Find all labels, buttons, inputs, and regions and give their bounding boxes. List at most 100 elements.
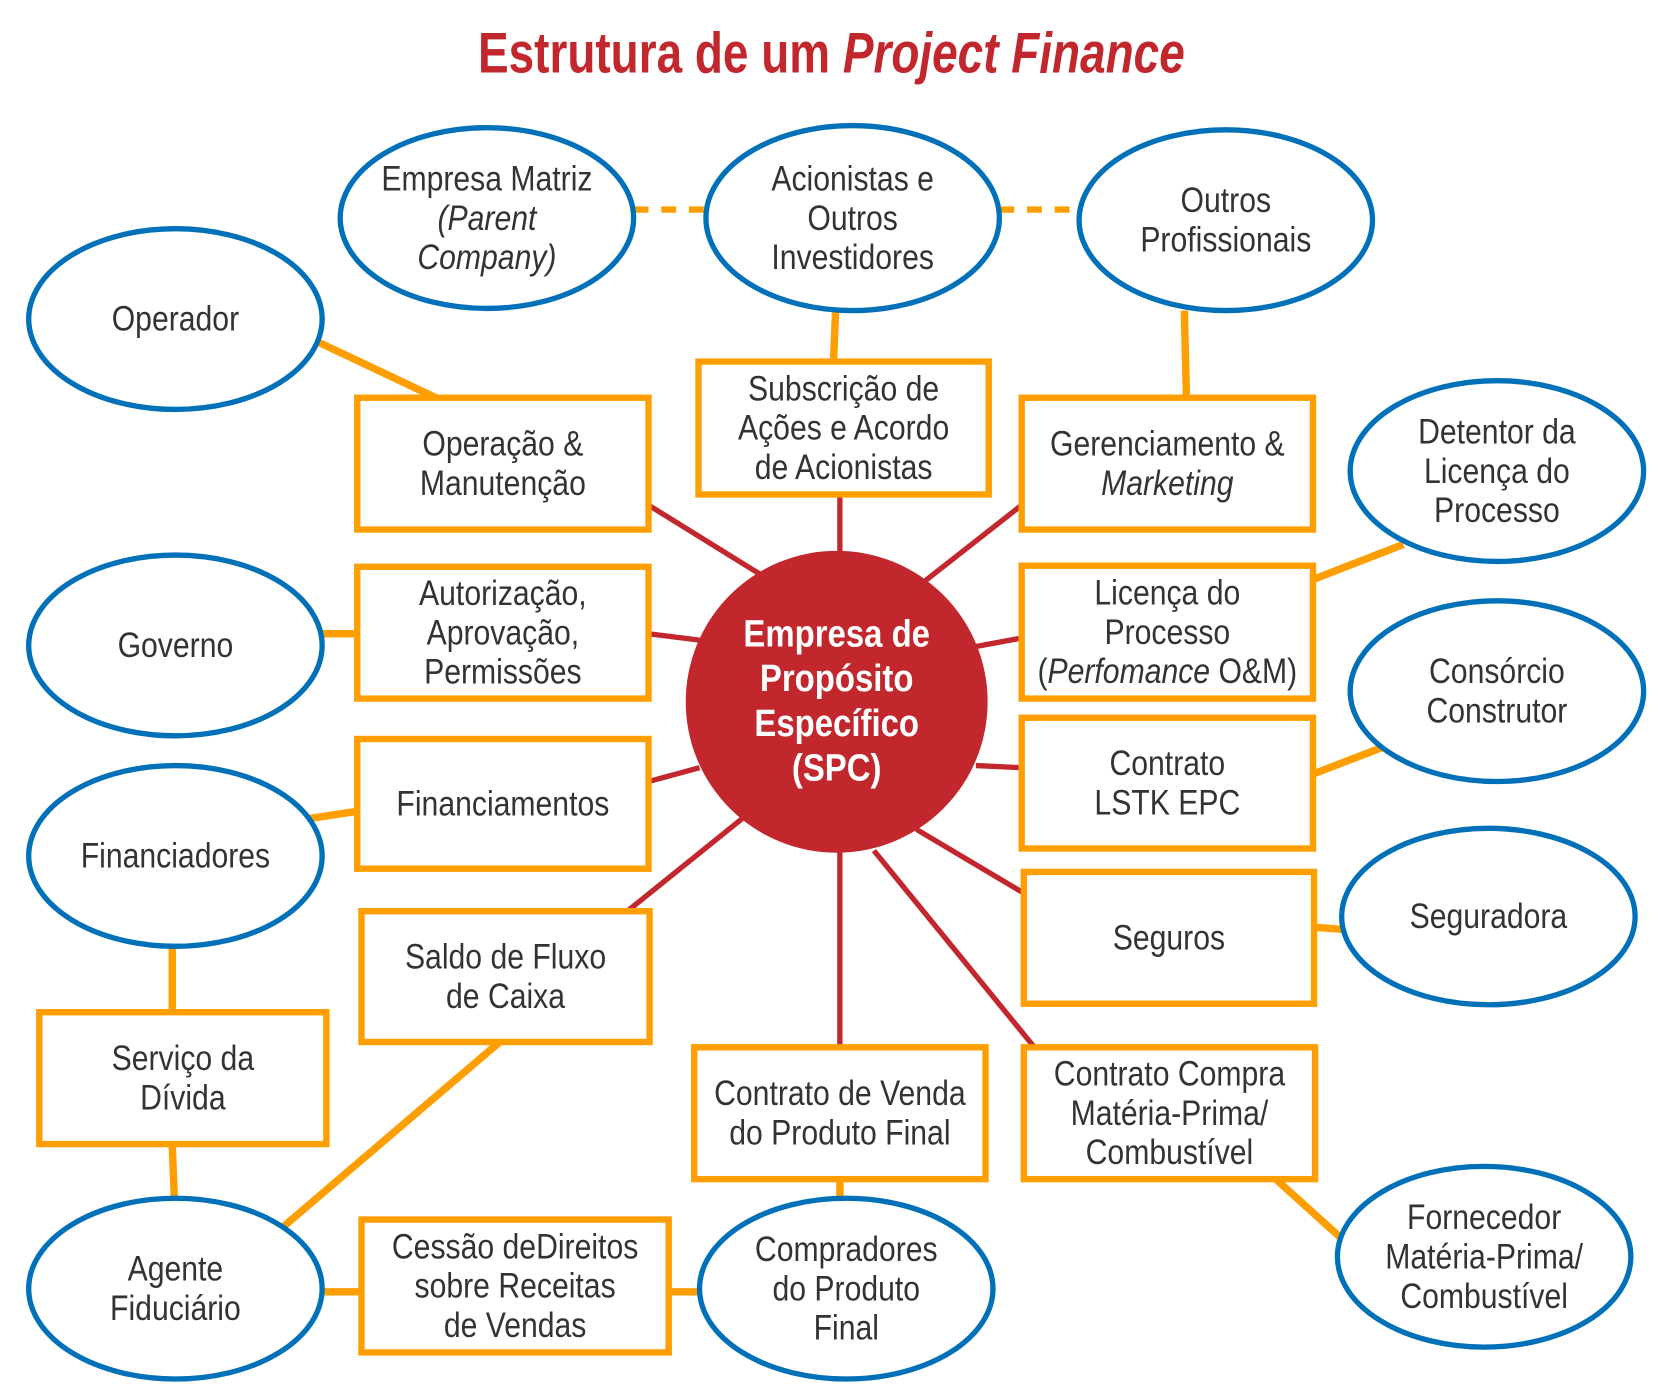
label-text: Saldo de Fluxo	[405, 936, 606, 976]
label-text: Acionistas e	[771, 158, 934, 198]
box-shape	[358, 1216, 672, 1356]
ellipse-shape	[26, 762, 325, 949]
ellipse-shape	[696, 1195, 996, 1382]
node-label-line: Subscrição de	[748, 368, 939, 408]
node-label-line: Contrato Compra	[1054, 1053, 1286, 1093]
label-text: Manutenção	[420, 463, 586, 503]
label-text: Aprovação,	[427, 612, 580, 652]
node-label-line: Licença do	[1424, 451, 1570, 491]
connector-line-orange	[279, 1039, 503, 1231]
node-label-line: Agente	[128, 1248, 224, 1288]
node-label-line: Empresa Matriz	[381, 158, 592, 198]
node-financiamentos: Financiamentos	[354, 735, 652, 872]
node-label-line: Financiadores	[81, 835, 270, 875]
circle-shape	[685, 550, 988, 853]
ellipse-shape	[337, 125, 637, 312]
node-label-line: de Caixa	[446, 976, 566, 1016]
node-label-line: Permissões	[424, 652, 582, 692]
node-label-line: (SPC)	[792, 746, 882, 789]
label-text: Específico	[754, 701, 919, 744]
connector-line-red	[648, 631, 700, 643]
label-text: Profissionais	[1140, 219, 1311, 259]
node-label-line: Outros	[1181, 180, 1272, 220]
connector-line-red	[647, 502, 762, 577]
label-text: Contrato de Venda	[714, 1073, 966, 1113]
label-text: de Acionistas	[755, 447, 933, 487]
connector-line-orange	[168, 1143, 179, 1199]
node-label-line: Seguros	[1113, 917, 1225, 957]
connector-line-red	[921, 503, 1024, 585]
node-label-line: Final	[814, 1307, 879, 1347]
node-label-line: Profissionais	[1140, 219, 1311, 259]
node-label-line: Company)	[417, 237, 556, 277]
label-text: Final	[814, 1307, 879, 1347]
node-seguradora: Seguradora	[1339, 825, 1638, 1008]
node-label-line: Financiamentos	[396, 783, 609, 823]
node-label-line: Detentor da	[1418, 411, 1576, 451]
node-label-line: Investidores	[771, 237, 934, 277]
label-text: Serviço da	[112, 1038, 255, 1078]
node-label-line: Fornecedor	[1407, 1197, 1561, 1237]
label-text: Matéria-Prima/	[1071, 1093, 1270, 1133]
box-shape	[354, 563, 652, 702]
connector-line-orange	[317, 339, 438, 402]
label-text: Operador	[112, 299, 239, 339]
label-text: Outros	[807, 198, 898, 238]
node-label-line: (Parent	[437, 198, 538, 238]
label-text: Financiamentos	[396, 783, 609, 823]
connector-line-orange	[1180, 310, 1191, 398]
node-label-line: Gerenciamento &	[1050, 424, 1285, 464]
label-text: Fiduciário	[110, 1288, 241, 1328]
connector-line-red	[647, 765, 701, 785]
label-text: Contrato	[1109, 743, 1225, 783]
node-governo: Governo	[26, 552, 325, 739]
ellipse-shape	[1339, 825, 1638, 1008]
label-text: Combustível	[1086, 1132, 1254, 1172]
node-gerenciamento-marketing: Gerenciamento &Marketing	[1018, 394, 1317, 533]
connector-line-orange	[829, 310, 840, 362]
ellipse-shape	[26, 1195, 325, 1382]
label-text: Agente	[128, 1248, 224, 1288]
node-label-line: Contrato	[1109, 743, 1225, 783]
box-shape	[354, 394, 652, 533]
ellipse-shape	[26, 226, 325, 413]
box-shape	[1020, 868, 1318, 1007]
label-text: Propósito	[760, 657, 914, 700]
ellipse-shape	[703, 122, 1003, 314]
node-label-line: Específico	[754, 701, 919, 744]
node-label-line: Combustível	[1400, 1276, 1568, 1316]
label-text: Fornecedor	[1407, 1197, 1561, 1237]
label-text: Investidores	[771, 237, 934, 277]
label-text: Governo	[118, 625, 234, 665]
connector-line-orange	[307, 807, 358, 823]
node-label-line: Governo	[118, 625, 234, 665]
label-text: Autorização,	[419, 573, 587, 613]
node-label-line: Matéria-Prima/	[1071, 1093, 1270, 1133]
label-text: Dívida	[140, 1077, 226, 1117]
label-text: Empresa de	[743, 612, 930, 655]
label-text: Licença do	[1424, 451, 1570, 491]
ellipse-shape	[1076, 127, 1376, 314]
node-label-line: (Perfomance O&M)	[1037, 651, 1297, 691]
node-label-line: Seguradora	[1410, 896, 1568, 936]
connector-line-red	[915, 827, 1026, 896]
label-text: do Produto Final	[729, 1112, 950, 1152]
node-label-line: Propósito	[760, 657, 914, 700]
label-text: Marketing	[1101, 463, 1233, 503]
node-label-line: Outros	[807, 198, 898, 238]
label-text: Construtor	[1426, 690, 1567, 730]
connector-line-red	[975, 635, 1023, 650]
connector-line-red	[975, 762, 1022, 771]
node-label-line: Dívida	[140, 1077, 226, 1117]
node-label-line: sobre Receitas	[415, 1266, 616, 1306]
